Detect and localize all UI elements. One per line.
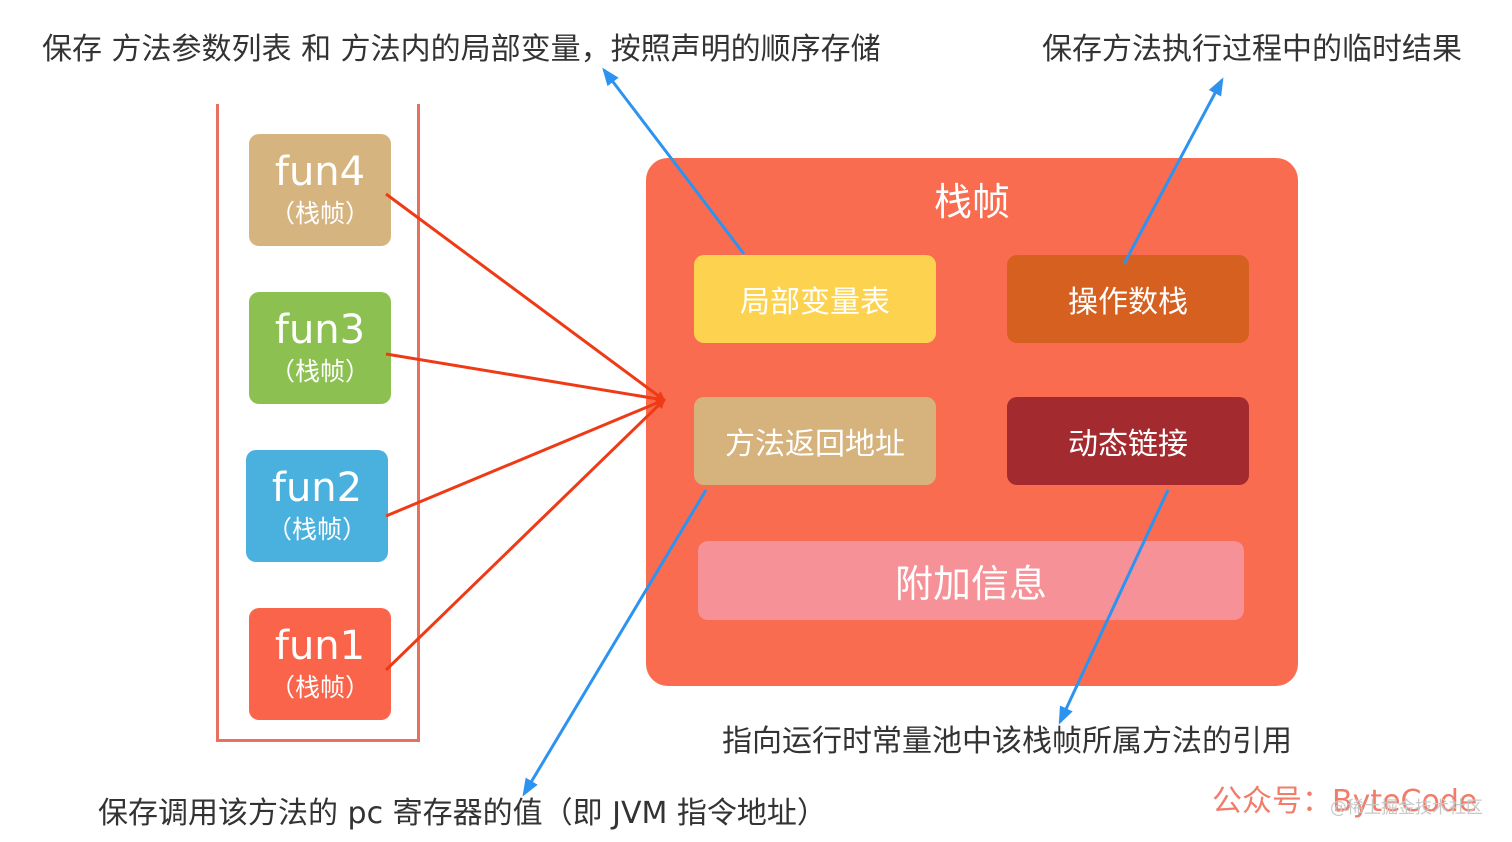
call-stack	[216, 104, 420, 742]
label-return-address: 保存调用该方法的 pc 寄存器的值（即 JVM 指令地址）	[98, 796, 827, 831]
frame-title: 栈帧	[933, 180, 1010, 224]
arrow-fun3-to-frame	[385, 352, 666, 404]
stack-frame-name: fun2	[271, 465, 363, 511]
label-dynamic-link: 指向运行时常量池中该栈帧所属方法的引用	[722, 724, 1292, 759]
return-address-box: 方法返回地址	[694, 397, 936, 485]
stack-frame-sub: （栈帧）	[269, 673, 370, 702]
stack-frame-name: fun3	[274, 307, 366, 353]
label-local-variables: 保存 方法参数列表 和 方法内的局部变量，按照声明的顺序存储	[42, 32, 881, 67]
dynamic-link-box: 动态链接	[1007, 397, 1249, 485]
label-operand-stack: 保存方法执行过程中的临时结果	[1042, 32, 1462, 67]
stack-frame-fun1: fun1 （栈帧）	[249, 608, 391, 720]
arrow-fun4-to-frame	[385, 192, 666, 402]
local-variables-box: 局部变量表	[694, 255, 936, 343]
stack-frame-fun4: fun4 （栈帧）	[249, 134, 391, 246]
operand-stack-box: 操作数栈	[1007, 255, 1249, 343]
stack-frame-sub: （栈帧）	[269, 357, 370, 386]
watermark: 公众号：ByteCode	[1212, 784, 1478, 819]
watermark-sub: @稀土掘金技术社区	[1330, 798, 1483, 818]
arrow-dynamic-link-label	[1058, 489, 1170, 725]
extra-info-box: 附加信息	[698, 541, 1244, 620]
arrow-return-address-label	[522, 489, 708, 797]
arrow-local-vars-label	[602, 67, 746, 255]
arrow-operand-stack-label	[1122, 77, 1224, 265]
stack-frame-name: fun4	[274, 149, 366, 195]
stack-frame-fun2: fun2 （栈帧）	[246, 450, 388, 562]
arrow-fun1-to-frame	[384, 398, 666, 672]
arrow-fun2-to-frame	[385, 398, 666, 518]
stack-frame-fun3: fun3 （栈帧）	[249, 292, 391, 404]
stack-frame-name: fun1	[274, 623, 366, 669]
stack-frame-sub: （栈帧）	[266, 515, 367, 544]
stack-frame-sub: （栈帧）	[269, 199, 370, 228]
